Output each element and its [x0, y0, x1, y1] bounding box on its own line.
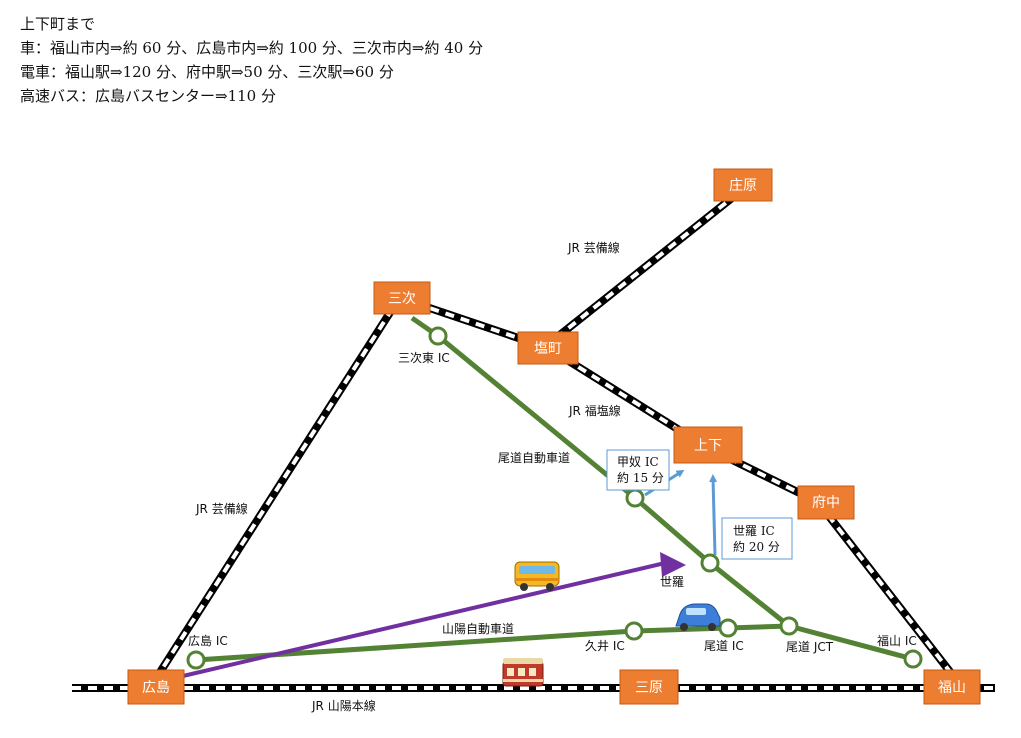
ic-fukuyama-label: 福山 IC — [877, 633, 917, 648]
ic-kui-marker — [624, 621, 644, 641]
sanyo-main-label: JR 山陽本線 — [311, 698, 376, 713]
geibi-west-label: JR 芸備線 — [195, 501, 248, 516]
car-icon — [675, 603, 721, 631]
bus-icon — [514, 561, 560, 591]
station-fuchu: 府中 — [797, 485, 855, 520]
bus-route — [182, 552, 686, 678]
sera-time-label: 約 20 分 — [733, 539, 780, 554]
sera-label: 世羅 — [660, 575, 684, 589]
ic-onomichi-label: 尾道 IC — [704, 639, 744, 653]
station-jouge-label: 上下 — [694, 438, 722, 454]
kounu-time-label: 約 15 分 — [617, 470, 664, 485]
line-labels: JR 芸備線 JR 芸備線 JR 福塩線 JR 山陽本線 尾道自動車道 山陽自動… — [195, 240, 684, 713]
station-mihara-label: 三原 — [635, 680, 663, 696]
kounu-callout: 甲奴 IC 約 15 分 — [606, 449, 670, 491]
ic-hiroshima-label: 広島 IC — [188, 633, 228, 648]
geibi-north-label: JR 芸備線 — [567, 240, 620, 255]
station-shiomachi-label: 塩町 — [534, 341, 562, 357]
ic-miyoshi-higashi-marker — [428, 326, 448, 346]
train-icon — [502, 658, 544, 687]
sanyo-expressway-label: 山陽自動車道 — [442, 622, 514, 636]
station-fukuyama: 福山 — [923, 669, 981, 705]
station-mihara: 三原 — [619, 669, 679, 705]
ic-hiroshima-marker — [186, 650, 206, 670]
fukuen-label: JR 福塩線 — [568, 403, 621, 418]
station-shobara: 庄原 — [713, 168, 773, 202]
station-shobara-label: 庄原 — [729, 177, 757, 194]
interchange-markers — [186, 326, 923, 670]
station-shiomachi: 塩町 — [517, 331, 579, 365]
ic-onomichi-marker — [718, 618, 738, 638]
sera-ic-label: 世羅 IC — [733, 524, 775, 538]
access-info: 上下町まで 車：福山市内⇒約 60 分、広島市内⇒約 100 分、三次市内⇒約 … — [20, 12, 483, 108]
access-car: 車：福山市内⇒約 60 分、広島市内⇒約 100 分、三次市内⇒約 40 分 — [20, 39, 484, 57]
bus-route-arrowhead — [660, 552, 686, 577]
stations: 庄原 三次 塩町 上下 府中 広島 三原 福山 — [127, 168, 981, 705]
ic-labels: 三次東 IC 広島 IC 久井 IC 尾道 IC 尾道 JCT 福山 IC — [188, 351, 917, 654]
access-bus: 高速バス：広島バスセンター⇒110 分 — [20, 87, 276, 105]
access-train: 電車：福山駅⇒120 分、府中駅⇒50 分、三次駅⇒60 分 — [20, 63, 394, 81]
station-miyoshi: 三次 — [373, 281, 431, 315]
kounu-ic-label: 甲奴 IC — [617, 455, 659, 469]
station-jouge: 上下 — [673, 426, 743, 464]
station-hiroshima: 広島 — [127, 669, 185, 705]
station-fuchu-label: 府中 — [812, 495, 840, 511]
ic-fukuyama-marker — [903, 649, 923, 669]
ic-onomichi-jct-marker — [779, 616, 799, 636]
ic-onomichi-jct-label: 尾道 JCT — [786, 640, 834, 654]
ic-sera-marker — [700, 553, 720, 573]
access-title: 上下町まで — [20, 15, 96, 33]
station-fukuyama-label: 福山 — [938, 680, 966, 696]
station-miyoshi-label: 三次 — [388, 291, 416, 307]
ic-kounu-marker — [625, 488, 645, 508]
onomichi-expressway-label: 尾道自動車道 — [498, 451, 570, 465]
ic-miyoshi-higashi-label: 三次東 IC — [398, 351, 450, 365]
rail-lines — [72, 186, 995, 692]
sera-callout: 世羅 IC 約 20 分 — [721, 517, 793, 560]
sera-arrow — [709, 474, 718, 556]
ic-kui-label: 久井 IC — [585, 639, 625, 653]
station-hiroshima-label: 広島 — [142, 680, 170, 696]
